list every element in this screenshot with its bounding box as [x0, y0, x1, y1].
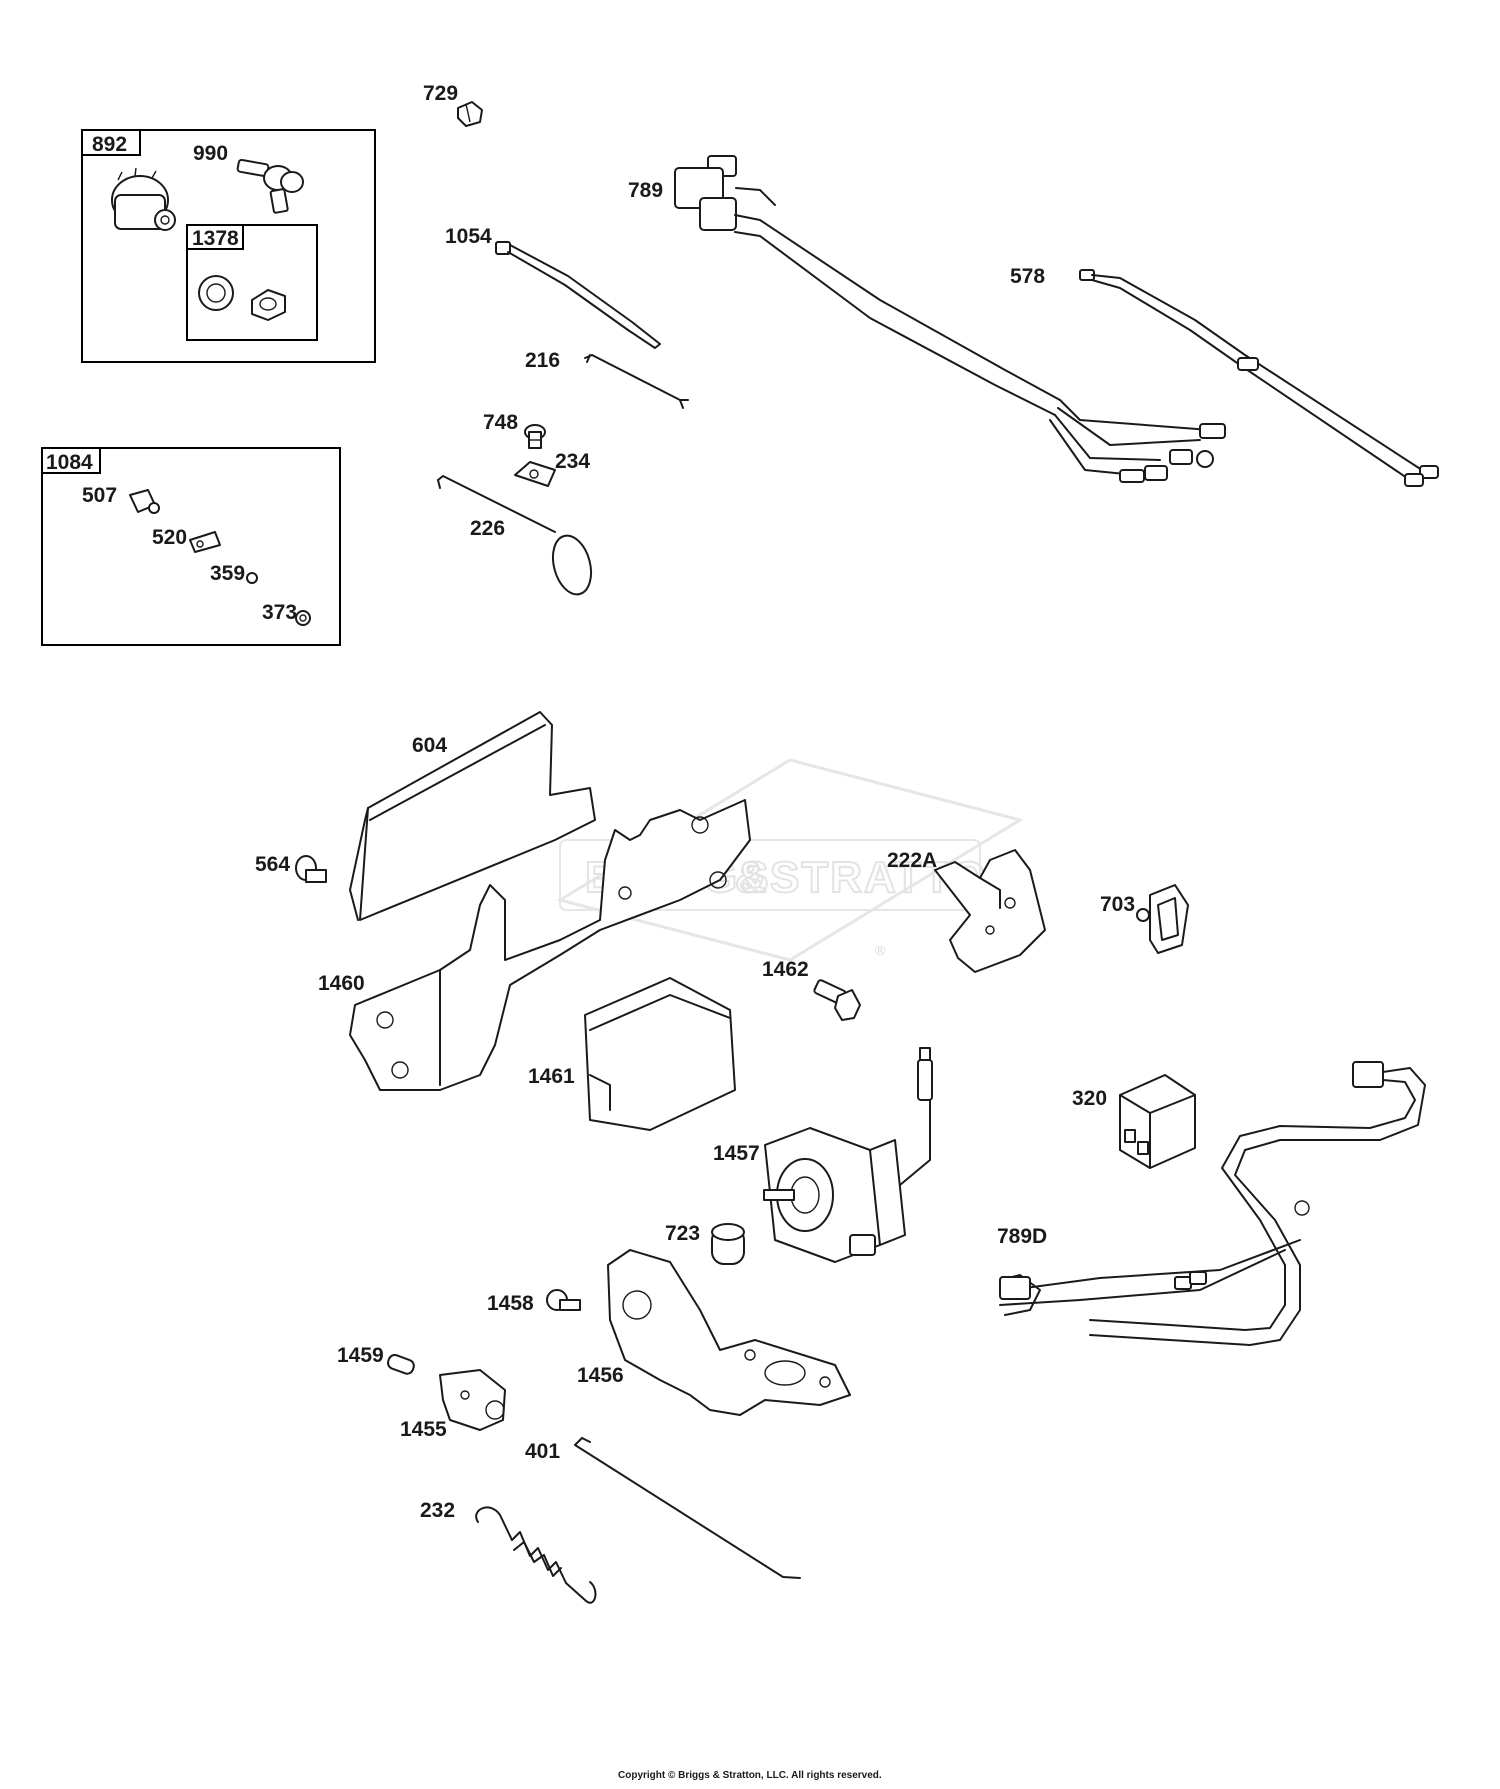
- part-507-switch[interactable]: [129, 489, 160, 514]
- part-748-screw[interactable]: [524, 424, 546, 449]
- callout-1456[interactable]: 1456: [577, 1364, 624, 1387]
- callout-990[interactable]: 990: [193, 142, 228, 165]
- callout-216[interactable]: 216: [525, 349, 560, 372]
- part-1459-pin[interactable]: [386, 1353, 415, 1375]
- callout-222A[interactable]: 222A: [887, 849, 937, 872]
- callout-320[interactable]: 320: [1072, 1087, 1107, 1110]
- callout-1084[interactable]: 1084: [46, 451, 93, 474]
- part-564-shoulder-screw[interactable]: [295, 855, 327, 883]
- watermark-registered: ®: [875, 942, 886, 958]
- callout-359[interactable]: 359: [210, 562, 245, 585]
- part-226-rod[interactable]: [437, 475, 597, 599]
- part-1378-lockwasher-nut[interactable]: [198, 275, 286, 321]
- part-729-clip[interactable]: [457, 101, 483, 127]
- callout-723[interactable]: 723: [665, 1222, 700, 1245]
- part-373-nut[interactable]: [295, 610, 311, 626]
- callout-564[interactable]: 564: [255, 853, 290, 876]
- callout-226[interactable]: 226: [470, 517, 505, 540]
- part-216-link[interactable]: [584, 354, 689, 409]
- callout-520[interactable]: 520: [152, 526, 187, 549]
- kit-tag-892: [81, 129, 141, 156]
- callout-1378[interactable]: 1378: [192, 227, 239, 250]
- kit-box-892: [81, 129, 376, 363]
- callout-703[interactable]: 703: [1100, 893, 1135, 916]
- callout-578[interactable]: 578: [1010, 265, 1045, 288]
- callout-1462[interactable]: 1462: [762, 958, 809, 981]
- part-234-bracket[interactable]: [514, 461, 556, 487]
- callout-1459[interactable]: 1459: [337, 1344, 384, 1367]
- part-892-ignition-switch[interactable]: [111, 167, 176, 231]
- callout-1460[interactable]: 1460: [318, 972, 365, 995]
- part-703-grommet-clip[interactable]: [1136, 884, 1189, 954]
- callout-507[interactable]: 507: [82, 484, 117, 507]
- callout-1458[interactable]: 1458: [487, 1292, 534, 1315]
- callout-232[interactable]: 232: [420, 1499, 455, 1522]
- part-789-wiring-harness[interactable]: [674, 155, 1226, 483]
- part-990-key[interactable]: [236, 158, 304, 214]
- callout-401[interactable]: 401: [525, 1440, 560, 1463]
- copyright-notice: Copyright © Briggs & Stratton, LLC. All …: [618, 1770, 882, 1781]
- callout-789[interactable]: 789: [628, 179, 663, 202]
- part-1462-hex-screw[interactable]: [813, 979, 861, 1021]
- callout-373[interactable]: 373: [262, 601, 297, 624]
- callout-1461[interactable]: 1461: [528, 1065, 575, 1088]
- callout-604[interactable]: 604: [412, 734, 447, 757]
- part-232-extension-spring[interactable]: [475, 1506, 597, 1604]
- kit-box-1378: [186, 224, 318, 341]
- part-789D-wiring-harness[interactable]: [999, 1061, 1426, 1346]
- part-1457-stepper-motor[interactable]: [763, 1047, 933, 1263]
- kit-box-1084: [41, 447, 341, 646]
- part-520-terminal[interactable]: [189, 531, 221, 553]
- callout-748[interactable]: 748: [483, 411, 518, 434]
- callout-729[interactable]: 729: [423, 82, 458, 105]
- kit-tag-1084: [41, 447, 101, 474]
- part-401-link-rod[interactable]: [574, 1437, 801, 1579]
- part-1456-motor-bracket[interactable]: [607, 1249, 851, 1416]
- callout-1457[interactable]: 1457: [713, 1142, 760, 1165]
- watermark-brand-amp: &: [735, 853, 769, 902]
- part-723-spacer[interactable]: [711, 1223, 745, 1265]
- part-222A-throttle-bracket[interactable]: [934, 849, 1046, 973]
- part-1455-pivot-arm[interactable]: [439, 1369, 506, 1431]
- kit-tag-1378: [186, 224, 244, 250]
- part-320-relay[interactable]: [1119, 1074, 1196, 1169]
- part-578-wire-lead[interactable]: [1079, 269, 1439, 487]
- part-359-washer[interactable]: [246, 572, 258, 584]
- callout-1455[interactable]: 1455: [400, 1418, 447, 1441]
- callout-1054[interactable]: 1054: [445, 225, 492, 248]
- part-1458-screw[interactable]: [546, 1289, 581, 1311]
- part-604-cover-plate[interactable]: [349, 711, 596, 921]
- callout-892[interactable]: 892: [92, 133, 127, 156]
- callout-789D[interactable]: 789D: [997, 1225, 1047, 1248]
- part-1054-cable-tie[interactable]: [495, 241, 661, 349]
- callout-234[interactable]: 234: [555, 450, 590, 473]
- part-1460-mount-bracket[interactable]: [349, 799, 751, 1091]
- part-1461-module[interactable]: [584, 977, 736, 1131]
